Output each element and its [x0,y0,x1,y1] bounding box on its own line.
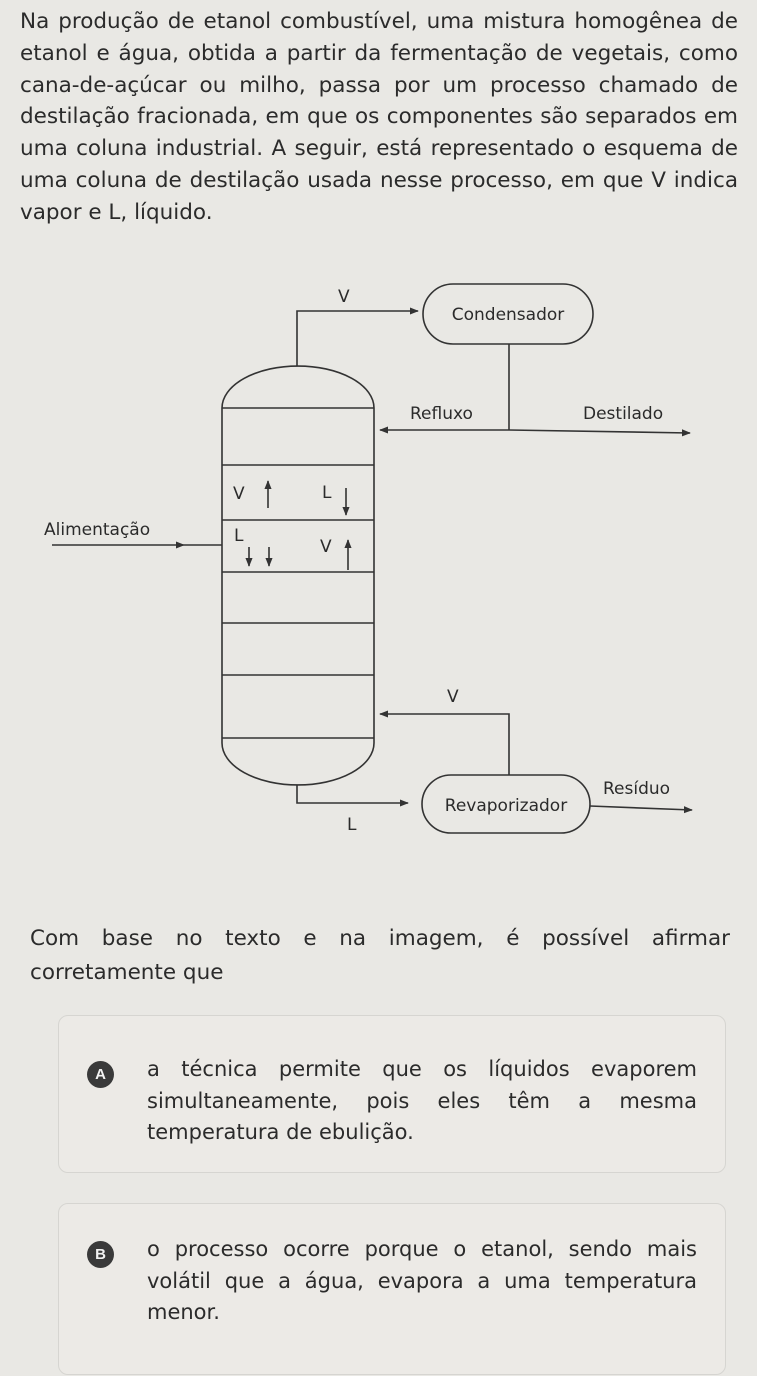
intro-text: Na produção de etanol combustível, uma m… [20,9,738,225]
label-reboiler: Revaporizador [445,796,567,816]
residue-arrow [589,805,693,814]
label-vapor-up-2: V [320,537,332,557]
option-b-card[interactable]: B o processo ocorre porque o etanol, sen… [58,1203,726,1375]
question-text: Com base no texto e na imagem, é possíve… [30,926,730,985]
label-vapor-top: V [338,287,350,307]
column-body [221,365,375,786]
condenser-box [422,283,594,345]
option-b-text[interactable]: o processo ocorre porque o etanol, sendo… [147,1237,697,1324]
label-distillate: Destilado [583,404,663,424]
distillate-arrow [508,429,691,437]
top-vapor-line [296,307,419,366]
reboiler-vapor-line [379,710,510,775]
option-a-text[interactable]: a técnica permite que os líquidos evapor… [147,1057,697,1144]
label-liquid-down-1: L [322,483,332,503]
label-feed: Alimentação [44,520,150,540]
bottom-liquid-line [296,785,409,807]
reboiler-box [421,774,591,834]
option-a-letter[interactable]: A [87,1061,114,1088]
label-vapor-up-1: V [233,484,245,504]
label-condenser: Condensador [452,305,565,325]
label-vapor-return: V [447,687,459,707]
label-reflux: Refluxo [410,404,473,424]
label-residue: Resíduo [603,779,670,799]
option-a-card[interactable]: A a técnica permite que os líquidos evap… [58,1015,726,1173]
label-liquid-down-2: L [234,526,244,546]
distillation-diagram: V Condensador Refluxo Destilado Alimenta… [44,283,693,835]
label-liquid-bottom: L [347,815,357,835]
option-b-letter[interactable]: B [87,1241,114,1268]
